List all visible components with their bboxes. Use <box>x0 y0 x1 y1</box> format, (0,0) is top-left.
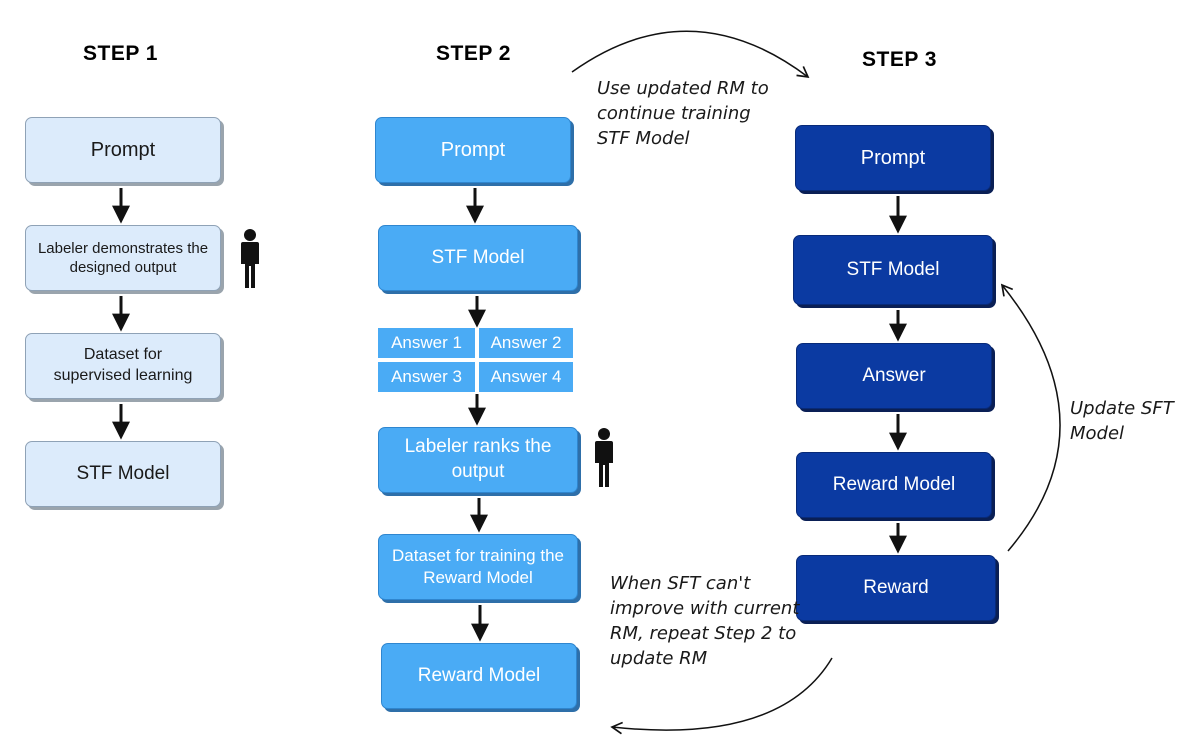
answer-3-cell: Answer 3 <box>378 362 475 392</box>
step2-heading: STEP 2 <box>436 42 511 65</box>
person-icon <box>241 229 259 288</box>
step2-stf-model-box: STF Model <box>378 225 578 291</box>
right-note: Update SFT Model <box>1070 398 1174 444</box>
step3-heading: STEP 3 <box>862 48 937 71</box>
step1-stf-model-box: STF Model <box>25 441 221 507</box>
step2-labeler-ranks-box: Labeler ranks the output <box>378 427 578 493</box>
answer-4-cell: Answer 4 <box>479 362 573 392</box>
top-note: Use updated RM to continue training STF … <box>597 78 769 149</box>
step2-prompt-box: Prompt <box>375 117 571 183</box>
right-curved-arrow <box>1000 283 1061 552</box>
top-curved-arrow <box>571 30 810 79</box>
step3-reward-model-box: Reward Model <box>796 452 992 518</box>
step2-reward-model-box: Reward Model <box>381 643 577 709</box>
bottom-note: When SFT can't improve with current RM, … <box>610 573 800 669</box>
step3-answer-box: Answer <box>796 343 992 409</box>
step3-prompt-box: Prompt <box>795 125 991 191</box>
step1-heading: STEP 1 <box>83 42 158 65</box>
step3-stf-model-box: STF Model <box>793 235 993 305</box>
answer-2-cell: Answer 2 <box>479 328 573 358</box>
answer-1-cell: Answer 1 <box>378 328 475 358</box>
step2-dataset-box: Dataset for training the Reward Model <box>378 534 578 600</box>
step3-reward-box: Reward <box>796 555 996 621</box>
step1-labeler-demo-box: Labeler demonstrates the designed output <box>25 225 221 291</box>
step1-prompt-box: Prompt <box>25 117 221 183</box>
person-icon <box>595 428 613 487</box>
step1-dataset-box: Dataset for supervised learning <box>25 333 221 399</box>
